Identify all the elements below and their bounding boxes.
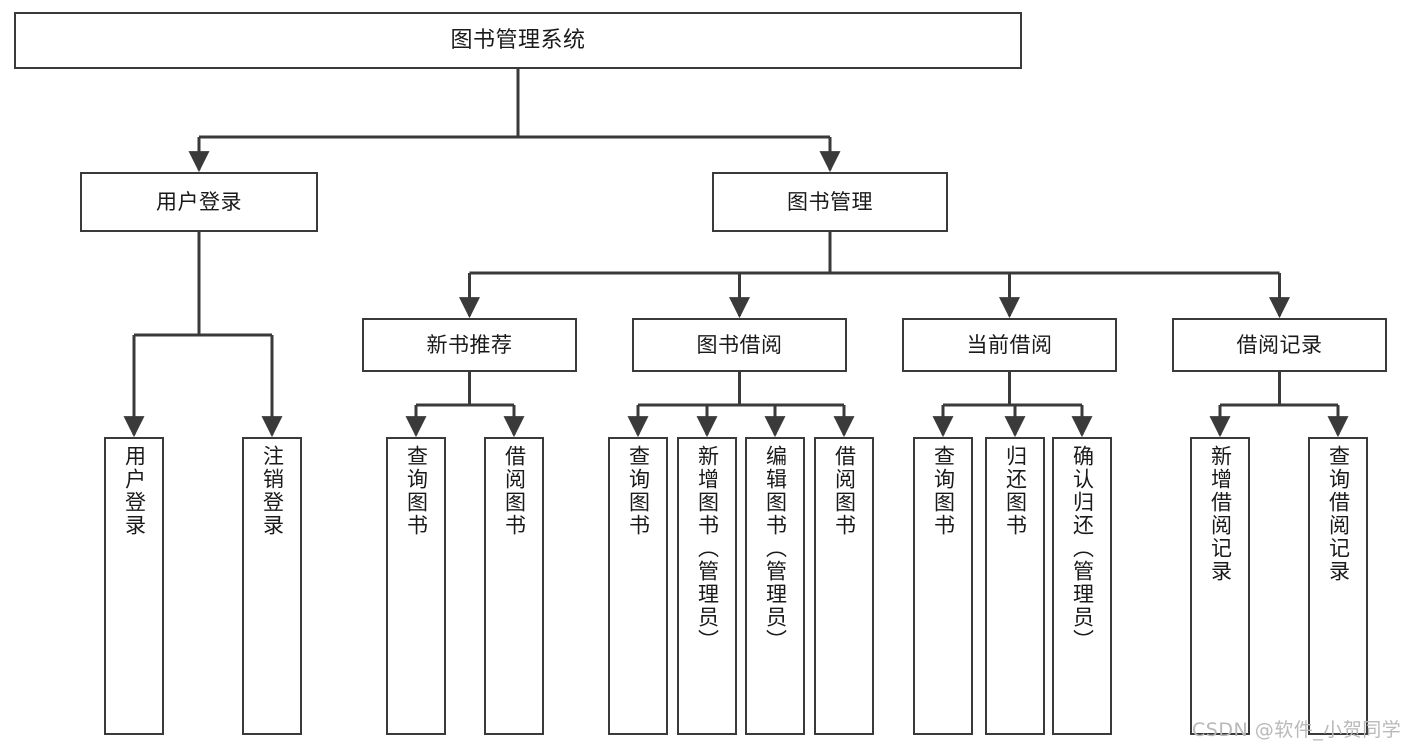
node-book-borrow[interactable]: 图书借阅: [632, 318, 847, 372]
node-leaf-add-book[interactable]: 新增图书（管理员）: [677, 437, 737, 735]
node-label-leaf-return-book: 归还图书: [1003, 445, 1028, 537]
node-label-current-borrow: 当前借阅: [966, 332, 1053, 357]
node-leaf-query-book-rec[interactable]: 查询图书: [386, 437, 446, 735]
node-user-login[interactable]: 用户登录: [80, 172, 318, 232]
node-label-new-book-recommend: 新书推荐: [426, 332, 513, 357]
node-label-user-login: 用户登录: [156, 189, 242, 214]
node-leaf-borrow-book[interactable]: 借阅图书: [814, 437, 874, 735]
node-label-leaf-add-record: 新增借阅记录: [1208, 445, 1233, 583]
node-current-borrow[interactable]: 当前借阅: [902, 318, 1117, 372]
node-label-leaf-user-login: 用户登录: [122, 445, 147, 537]
node-label-leaf-query-book-current: 查询图书: [931, 445, 956, 537]
node-leaf-query-book-borrow[interactable]: 查询图书: [608, 437, 668, 735]
node-leaf-confirm-return[interactable]: 确认归还（管理员）: [1052, 437, 1112, 735]
node-label-book-borrow: 图书借阅: [696, 332, 783, 357]
node-label-leaf-edit-book: 编辑图书（管理员）: [763, 445, 788, 652]
node-label-leaf-query-record: 查询借阅记录: [1326, 445, 1351, 583]
node-root[interactable]: 图书管理系统: [14, 12, 1022, 69]
node-label-leaf-borrow-book-rec: 借阅图书: [502, 445, 527, 537]
node-leaf-return-book[interactable]: 归还图书: [985, 437, 1045, 735]
node-label-leaf-query-book-borrow: 查询图书: [626, 445, 651, 537]
node-label-borrow-record: 借阅记录: [1236, 332, 1323, 357]
node-new-book-recommend[interactable]: 新书推荐: [362, 318, 577, 372]
node-label-leaf-add-book: 新增图书（管理员）: [695, 445, 720, 652]
node-leaf-edit-book[interactable]: 编辑图书（管理员）: [745, 437, 805, 735]
node-leaf-logout[interactable]: 注销登录: [242, 437, 302, 735]
node-leaf-query-book-current[interactable]: 查询图书: [913, 437, 973, 735]
node-borrow-record[interactable]: 借阅记录: [1172, 318, 1387, 372]
node-label-leaf-logout: 注销登录: [260, 445, 285, 537]
node-leaf-add-record[interactable]: 新增借阅记录: [1190, 437, 1250, 735]
node-label-leaf-borrow-book: 借阅图书: [832, 445, 857, 537]
node-leaf-borrow-book-rec[interactable]: 借阅图书: [484, 437, 544, 735]
node-book-management[interactable]: 图书管理: [712, 172, 948, 232]
node-label-leaf-query-book-rec: 查询图书: [404, 445, 429, 537]
node-label-leaf-confirm-return: 确认归还（管理员）: [1070, 445, 1095, 652]
node-label-root: 图书管理系统: [450, 27, 586, 53]
node-label-book-management: 图书管理: [787, 189, 873, 214]
node-leaf-user-login[interactable]: 用户登录: [104, 437, 164, 735]
node-leaf-query-record[interactable]: 查询借阅记录: [1308, 437, 1368, 735]
watermark-text: CSDN @软件_小贺同学: [1192, 719, 1402, 741]
